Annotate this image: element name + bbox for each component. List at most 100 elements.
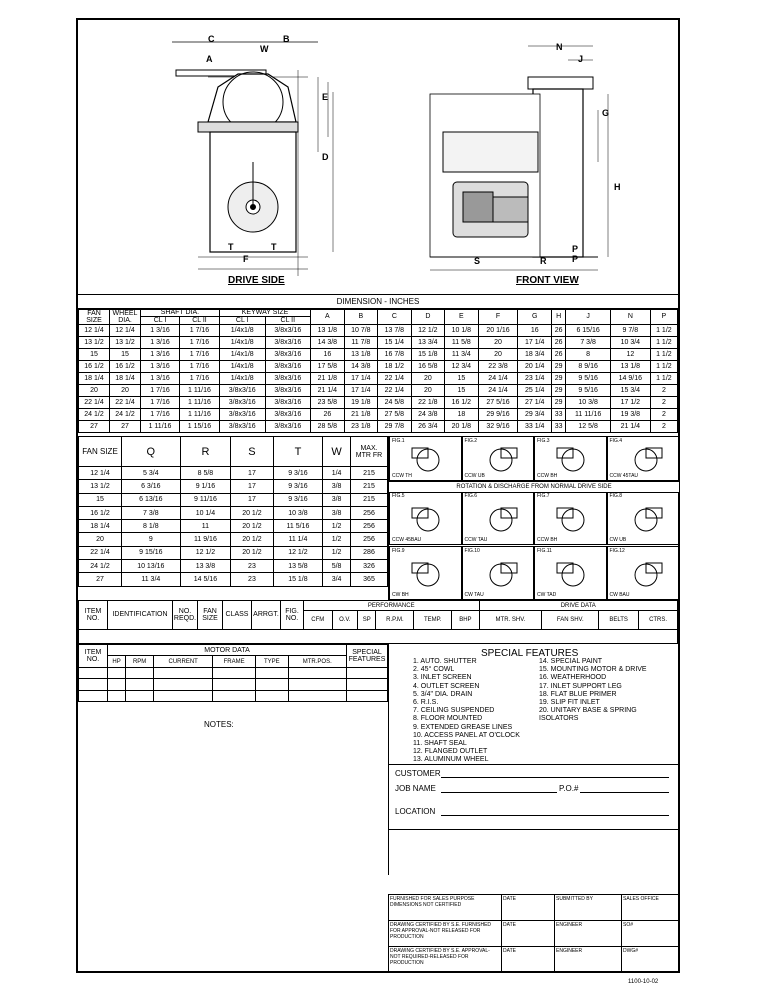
drive-col: MTR. SHV.	[478, 610, 543, 630]
dim-b: B	[283, 34, 290, 44]
figure-number: FIG.11	[537, 548, 552, 554]
dimension2-cell: 27	[78, 572, 122, 587]
dimension2-cell: 15	[78, 492, 122, 507]
col-h: H	[550, 308, 567, 325]
dimension2-cell: 1/4	[322, 465, 351, 481]
front-view-drawing	[429, 45, 609, 271]
customer-line[interactable]	[441, 777, 669, 778]
perf-col: SP	[357, 610, 377, 630]
motor-col: FRAME	[212, 655, 257, 668]
title-block: FURNISHED FOR SALES PURPOSE DIMENSIONS N…	[388, 894, 680, 973]
dimension2-cell: 9 3/16	[272, 479, 324, 494]
dimension-cell: 15 3/4	[609, 384, 651, 397]
location-line[interactable]	[441, 815, 669, 816]
dimension2-cell: 17	[230, 492, 274, 507]
dimension-cell: 19 1/8	[343, 396, 379, 409]
dimension2-cell: 10 1/4	[179, 505, 232, 521]
figure-caption: CW BAU	[609, 592, 630, 598]
dimension-cell: 9 7/8	[609, 324, 651, 337]
tb-engineer-2: ENGINEER	[554, 946, 622, 973]
dimension2-cell: 9 3/16	[272, 492, 324, 507]
dimension-cell: 3/8x3/16	[218, 420, 266, 433]
dimension-cell: 12	[609, 348, 651, 361]
dimension-cell: 6 15/16	[565, 324, 611, 337]
dimension-cell: 25 1/4	[517, 384, 552, 397]
job-name-line[interactable]	[441, 792, 669, 793]
figure-caption: CCW UB	[464, 473, 485, 479]
order-no-reqd: NO. REQD.	[172, 600, 198, 630]
dimension-cell: 27 1/4	[517, 396, 552, 409]
col-g: G	[517, 308, 552, 325]
dimension-cell: 13 1/8	[343, 348, 379, 361]
dimension-cell: 11 5/8	[444, 336, 479, 349]
perf-col: CFM	[303, 610, 333, 630]
dimension-cell: 24 1/4	[477, 384, 519, 397]
special-feature-item: 8. FLOOR MOUNTED	[413, 715, 483, 723]
dimension-cell: 26	[550, 324, 567, 337]
dimension2-cell: 9	[121, 532, 181, 547]
fan-housing-icon	[634, 507, 662, 532]
drive-side-drawing	[172, 41, 334, 276]
dimension-cell: 13 7/8	[377, 324, 412, 337]
figure-caption: CCW 45TAU	[609, 473, 639, 479]
dimension-cell: 15 1/4	[377, 336, 412, 349]
dimension-cell: 1/4x1/8	[218, 324, 266, 337]
col-shaft-cl2: CL II	[179, 316, 220, 325]
col2-max-mtr-fr: MAX. MTR FR	[350, 436, 388, 467]
dimension-cell: 3/8x3/16	[264, 420, 312, 433]
special-feature-item: 19. SLIP FIT INLET	[539, 699, 600, 707]
dimension-cell: 10 3/4	[609, 336, 651, 349]
figure-caption: CW BH	[392, 592, 409, 598]
col2-s: S	[230, 436, 274, 467]
col-shaft-cl1: CL I	[139, 316, 181, 325]
col-fan-size: FAN SIZE	[78, 308, 110, 325]
dimension2-cell: 6 13/16	[121, 492, 181, 507]
dimension-cell: 29 7/8	[377, 420, 412, 433]
dimension-cell: 22 1/4	[109, 396, 141, 409]
dim-n: N	[556, 42, 563, 52]
dimension2-cell: 12 1/4	[78, 465, 122, 481]
dimension-cell: 29 9/16	[477, 408, 519, 421]
dimension-cell: 20	[410, 384, 446, 397]
dim-s: S	[474, 256, 481, 266]
dimension-cell: 27 5/16	[477, 396, 519, 409]
motor-data-title: MOTOR DATA	[107, 643, 347, 657]
dimension-cell: 17 1/4	[343, 384, 379, 397]
dimension-cell: 16 5/8	[410, 360, 446, 373]
dimension-cell: 17 5/8	[310, 360, 345, 373]
customer-label: CUSTOMER	[395, 769, 441, 778]
dimension-cell: 1 1/2	[649, 336, 679, 349]
col-c: C	[377, 308, 412, 325]
tb-dwg: DWG#	[621, 946, 680, 973]
dimension-cell: 1 11/16	[179, 384, 220, 397]
figure-caption: CCW TH	[392, 473, 412, 479]
dimension-cell: 27	[78, 420, 110, 433]
dim-t2: T	[271, 242, 277, 252]
dimension-cell: 3/8x3/16	[264, 324, 312, 337]
dimension-cell: 9 5/16	[565, 384, 611, 397]
po-label: P.O.#	[557, 784, 581, 793]
dimension-cell: 20	[477, 336, 519, 349]
dimension-cell: 32 9/16	[477, 420, 519, 433]
dimension-cell: 18 3/4	[517, 348, 552, 361]
figure-caption: CCW BH	[537, 537, 558, 543]
dimension-cell: 3/8x3/16	[264, 348, 312, 361]
dimension-cell: 15	[444, 372, 479, 385]
tb-date-2: DATE	[501, 920, 555, 947]
dimension-cell: 1/4x1/8	[218, 360, 266, 373]
figure-caption: CCW TAU	[464, 537, 488, 543]
dimension-cell: 18 1/4	[78, 372, 110, 385]
dim-h: H	[614, 182, 621, 192]
dimension-cell: 20	[477, 348, 519, 361]
fan-housing-icon	[489, 507, 517, 532]
